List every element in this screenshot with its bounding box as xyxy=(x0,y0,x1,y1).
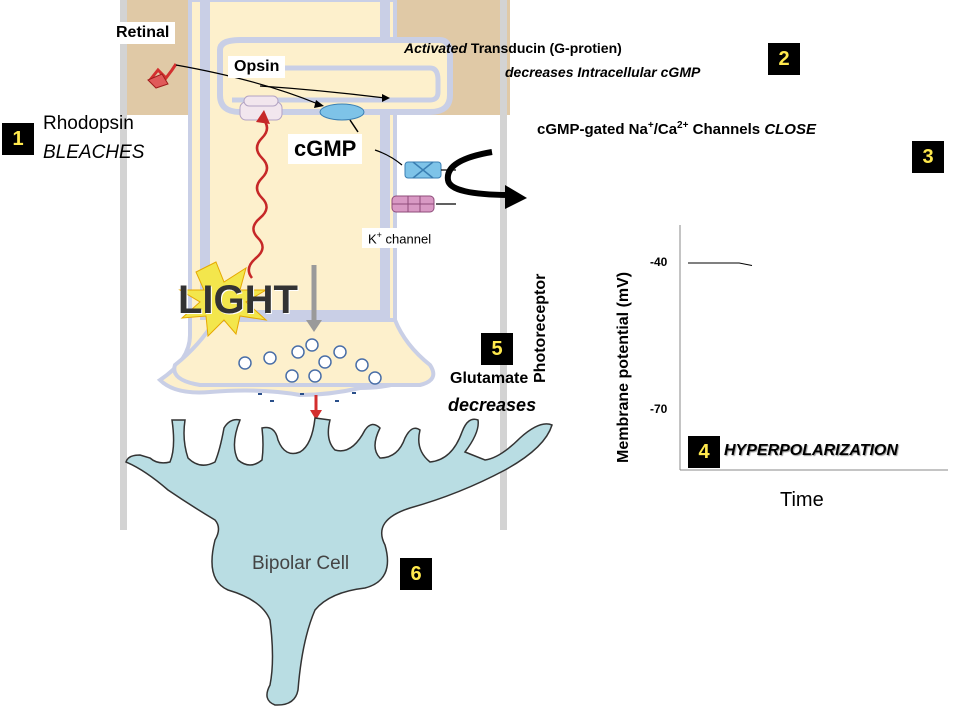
opsin-icon xyxy=(239,95,283,121)
disc-membrane-inner xyxy=(232,65,441,103)
k-channel-label: K+ channel xyxy=(362,228,438,249)
signal-arrowhead xyxy=(306,320,322,332)
transducin-label-line2: decreases Intracellular cGMP xyxy=(505,64,701,80)
retinal-label: Retinal xyxy=(110,22,176,44)
glutamate-molecules xyxy=(258,392,356,402)
rhodopsin-label: Rhodopsin xyxy=(43,113,134,134)
step-5-badge: 5 xyxy=(481,333,513,365)
bleaches-label: BLEACHES xyxy=(43,142,145,163)
glutamate-label: Glutamate xyxy=(450,370,529,387)
close-curve-arrowhead xyxy=(505,185,527,209)
light-wave xyxy=(247,117,269,279)
activation-arrow xyxy=(175,64,319,105)
activation-arrow-2 xyxy=(259,85,386,99)
cgmp-channel-icon xyxy=(404,161,442,179)
left-border-bar xyxy=(120,0,127,530)
disc-membrane-outer xyxy=(200,0,390,320)
cgmp-to-channel-arrow xyxy=(374,149,403,166)
activation-arrowhead-2 xyxy=(382,94,390,102)
hyperpolarization-label: HYPERPOLARIZATION xyxy=(724,442,898,459)
right-border-bar xyxy=(500,0,507,530)
transducin-label-line1: Activated Transducin (G-protien) xyxy=(404,40,622,56)
step-4-badge: 4 xyxy=(688,436,720,468)
light-burst xyxy=(178,261,268,338)
chart-ylabel-line2: Membrane potential (mV) xyxy=(615,271,632,463)
step-1-badge: 1 xyxy=(2,123,34,155)
step-3-badge: 3 xyxy=(912,141,944,173)
close-curve-arrow xyxy=(444,149,513,198)
chart-xlabel: Time xyxy=(780,489,824,511)
k-channel-icon xyxy=(391,195,435,213)
glutamate-vesicles xyxy=(238,338,382,385)
chart-series xyxy=(688,262,753,266)
step-2-badge: 2 xyxy=(768,43,800,75)
bipolar-cell-shape xyxy=(125,417,553,706)
glutamate-decreases-label: decreases xyxy=(448,395,537,415)
retinal-icon xyxy=(147,63,178,89)
opsin-label: Opsin xyxy=(228,56,286,78)
transducin-icon xyxy=(319,103,365,121)
step-6-badge: 6 xyxy=(400,558,432,590)
chart-line-0 xyxy=(688,262,753,266)
ytick-minus-40: -40 xyxy=(650,255,668,269)
synapse-arrowhead xyxy=(310,410,322,420)
light-label: LIGHT xyxy=(178,278,298,322)
chart-ylabel-line1: Photoreceptor xyxy=(532,273,549,383)
bipolar-cell-label: Bipolar Cell xyxy=(252,553,350,574)
cgmp-arrow xyxy=(349,119,359,133)
ytick-minus-70: -70 xyxy=(650,402,668,416)
light-wave-arrowhead xyxy=(256,110,270,124)
cgmp-label: cGMP xyxy=(288,134,363,164)
channels-close-label: cGMP-gated Na+/Ca2+ Channels CLOSE xyxy=(537,120,816,138)
activation-arrowhead xyxy=(314,100,324,108)
